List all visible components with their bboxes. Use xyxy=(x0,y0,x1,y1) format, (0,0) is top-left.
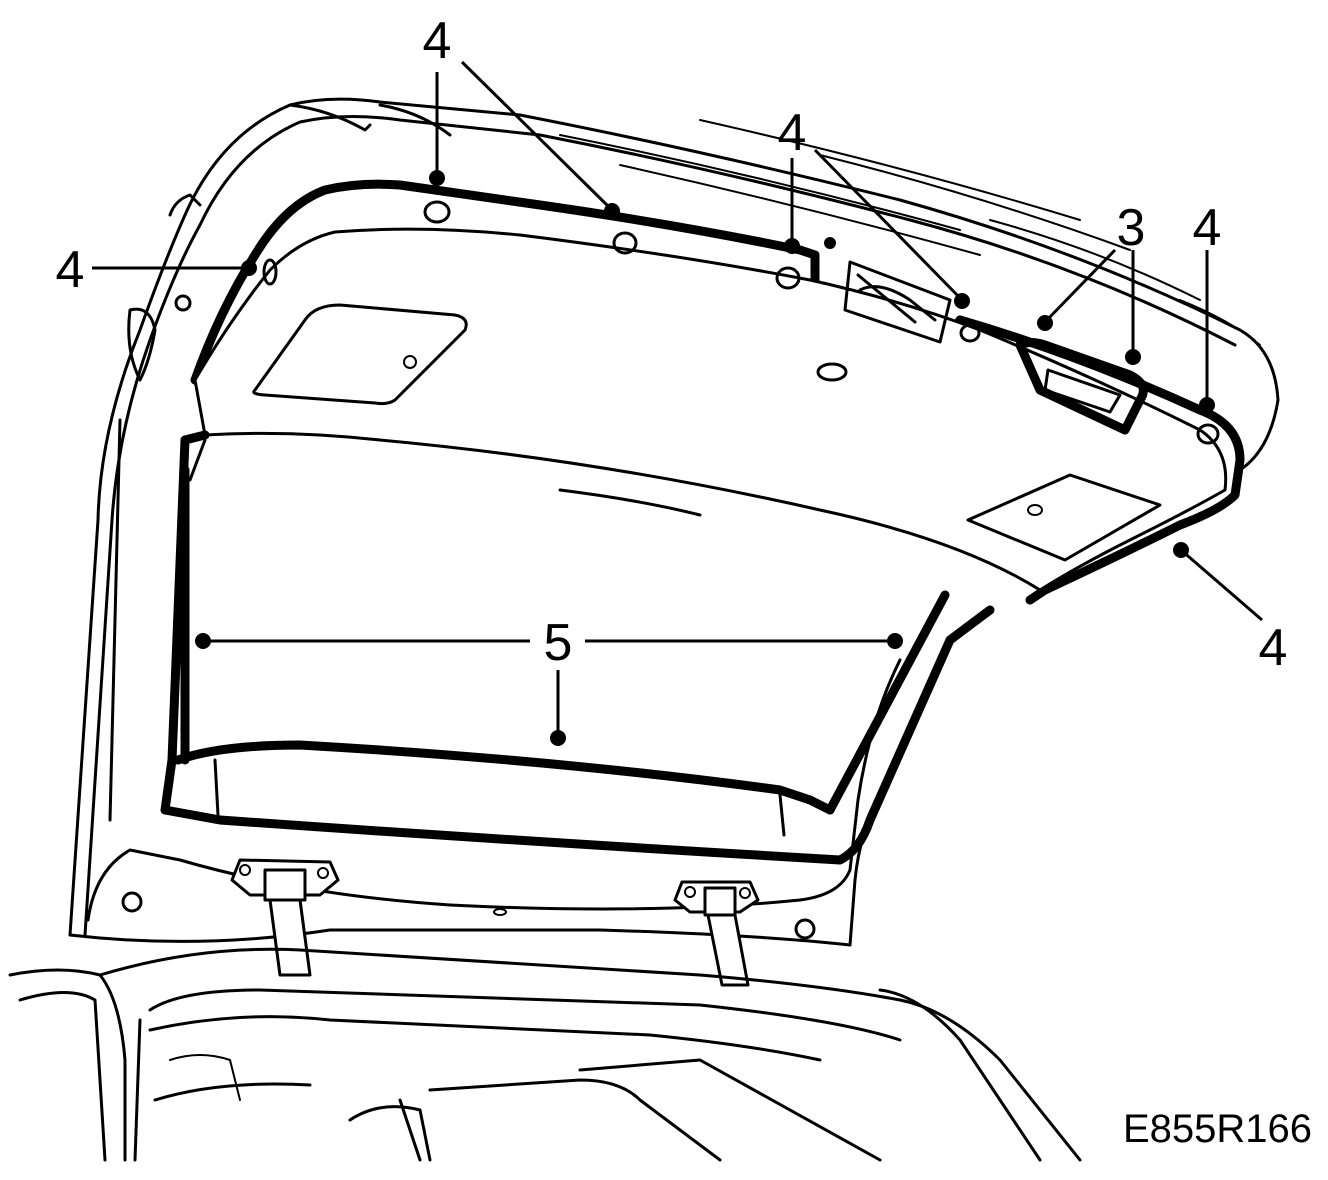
luggage-compartment xyxy=(8,947,1082,1162)
callout-4-middle: 4 xyxy=(778,104,807,162)
hinge-right xyxy=(673,880,760,987)
figure-code: E855R166 xyxy=(1123,1107,1312,1151)
leader-lines xyxy=(92,60,1263,746)
callout-4-left: 4 xyxy=(56,241,85,299)
callout-labels: 4 4 4 3 4 4 5 xyxy=(56,12,1288,677)
lower-trim-panel xyxy=(160,430,995,865)
callout-4-right-bottom: 4 xyxy=(1259,619,1288,677)
callout-4-right-top: 4 xyxy=(1193,199,1222,257)
callout-5: 5 xyxy=(544,614,573,672)
callout-4-top-left: 4 xyxy=(423,12,452,70)
callout-3: 3 xyxy=(1117,199,1146,257)
upper-trim-panel xyxy=(190,179,1245,605)
tailgate-outer-frame xyxy=(68,97,1280,947)
hinge-left xyxy=(230,858,340,977)
